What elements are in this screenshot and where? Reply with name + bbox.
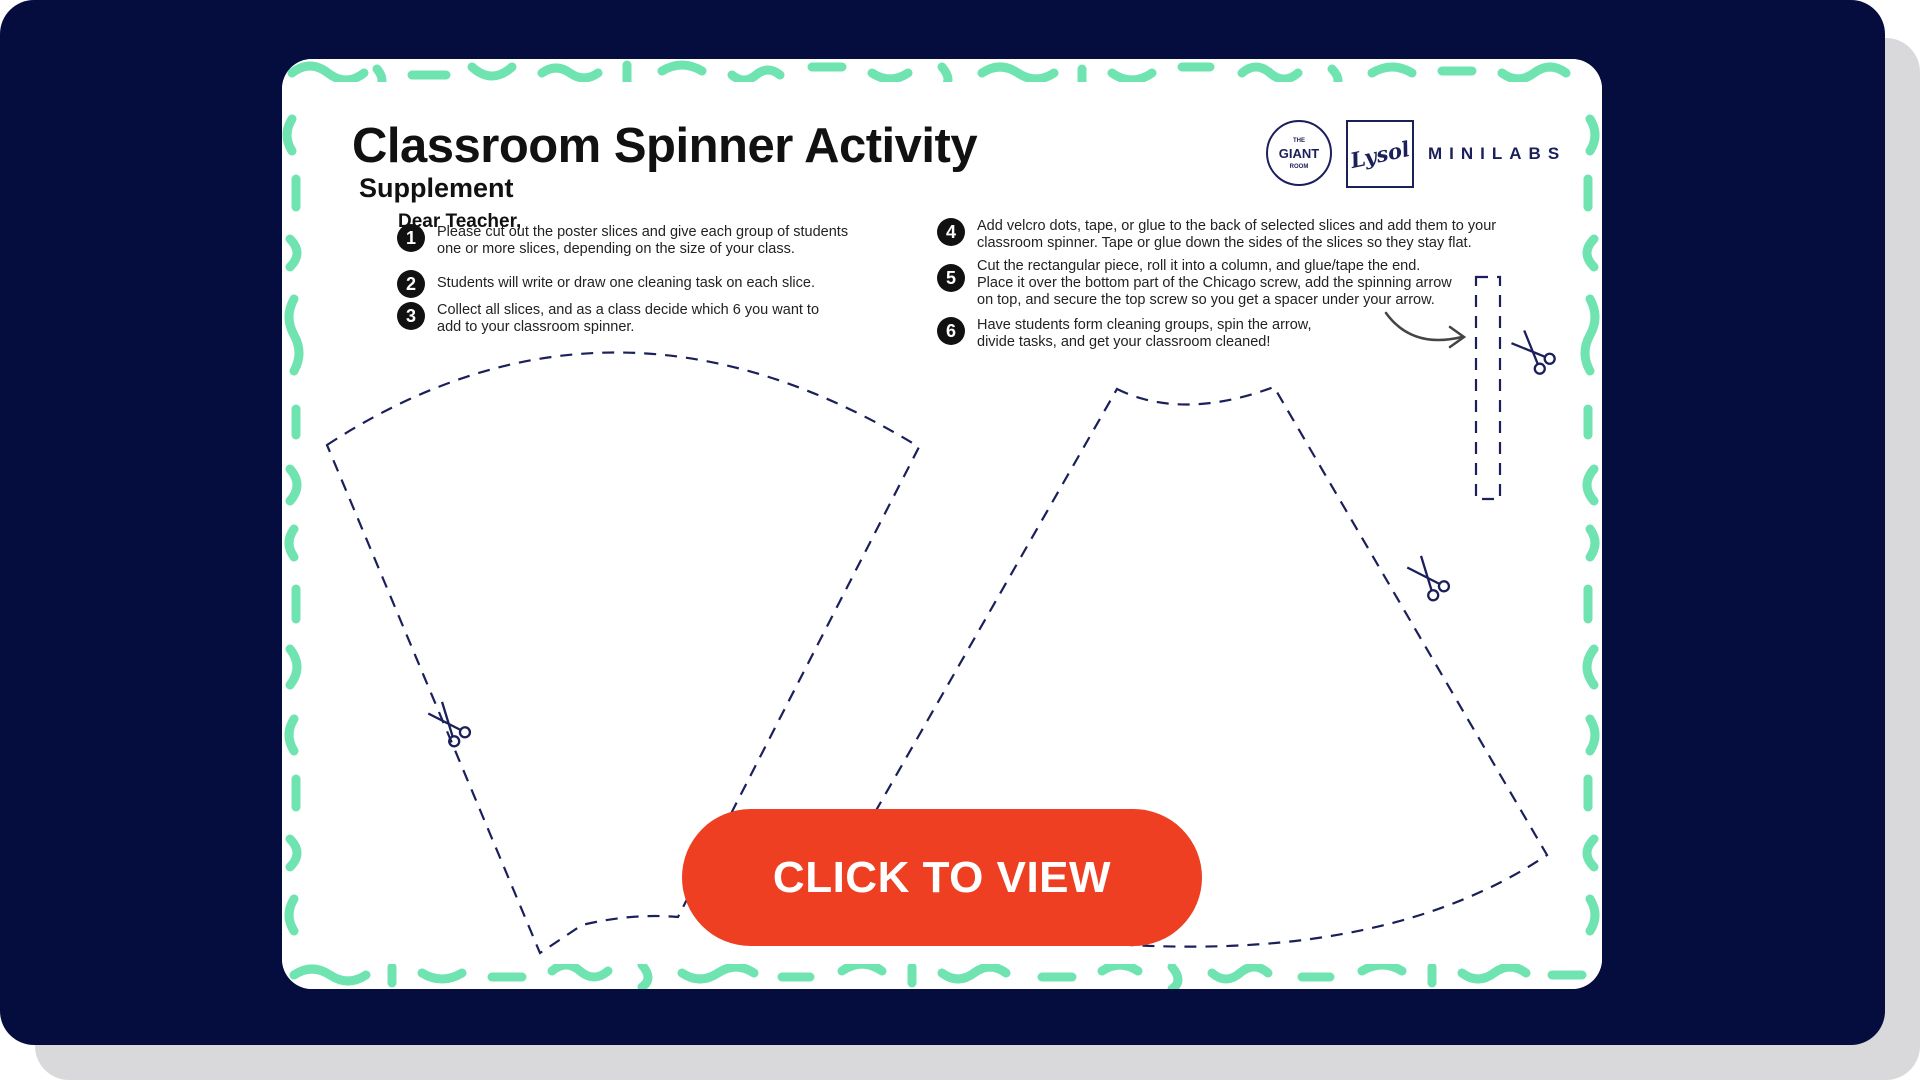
left-slice-cut-line	[325, 351, 921, 955]
step-1: 1 Please cut out the poster slices and g…	[397, 224, 848, 258]
step-number: 6	[937, 317, 965, 345]
step-text: Cut the rectangular piece, roll it into …	[977, 258, 1452, 308]
step-number: 4	[937, 218, 965, 246]
step-text: Collect all slices, and as a class decid…	[437, 302, 820, 335]
step-number: 1	[397, 224, 425, 252]
giant-logo-bottom: ROOM	[1289, 164, 1309, 170]
worksheet-title: Classroom Spinner Activity	[352, 119, 978, 173]
worksheet-subtitle: Supplement	[359, 173, 514, 203]
curved-arrow-icon	[1384, 311, 1467, 349]
spacer-cut-line	[1474, 275, 1502, 501]
step-4: 4 Add velcro dots, tape, or glue to the …	[937, 218, 1496, 252]
right-slice-cut-line	[828, 385, 1549, 948]
step-5: 5 Cut the rectangular piece, roll it int…	[937, 258, 1452, 309]
cut-out-templates	[325, 275, 1556, 955]
partner-logos: THE GIANT ROOM Lysol MINILABS	[1266, 120, 1586, 192]
step-text: Add velcro dots, tape, or glue to the ba…	[977, 218, 1497, 251]
giant-room-logo: THE GIANT ROOM	[1266, 120, 1332, 186]
step-3: 3 Collect all slices, and as a class dec…	[397, 302, 819, 336]
step-2: 2 Students will write or draw one cleani…	[397, 270, 815, 298]
scissors-icon	[1406, 555, 1451, 602]
giant-logo-top: THE	[1293, 138, 1305, 144]
step-6: 6 Have students form cleaning groups, sp…	[937, 317, 1311, 351]
step-text: Have students form cleaning groups, spin…	[977, 317, 1312, 350]
step-text: Please cut out the poster slices and giv…	[437, 224, 849, 257]
lysol-logo: Lysol	[1346, 120, 1414, 188]
worksheet-preview-card[interactable]: Classroom Spinner Activity Supplement De…	[282, 59, 1602, 989]
scissors-icon	[427, 701, 472, 748]
step-number: 2	[397, 270, 425, 298]
step-number: 5	[937, 264, 965, 292]
step-text: Students will write or draw one cleaning…	[437, 275, 815, 291]
minilabs-logo: MINILABS	[1428, 144, 1567, 163]
scissors-icon	[1511, 330, 1556, 375]
click-to-view-button[interactable]: CLICK TO VIEW	[682, 809, 1202, 946]
greeting: Dear Teacher,	[398, 211, 522, 232]
step-number: 3	[397, 302, 425, 330]
giant-logo-main: GIANT	[1278, 146, 1320, 161]
